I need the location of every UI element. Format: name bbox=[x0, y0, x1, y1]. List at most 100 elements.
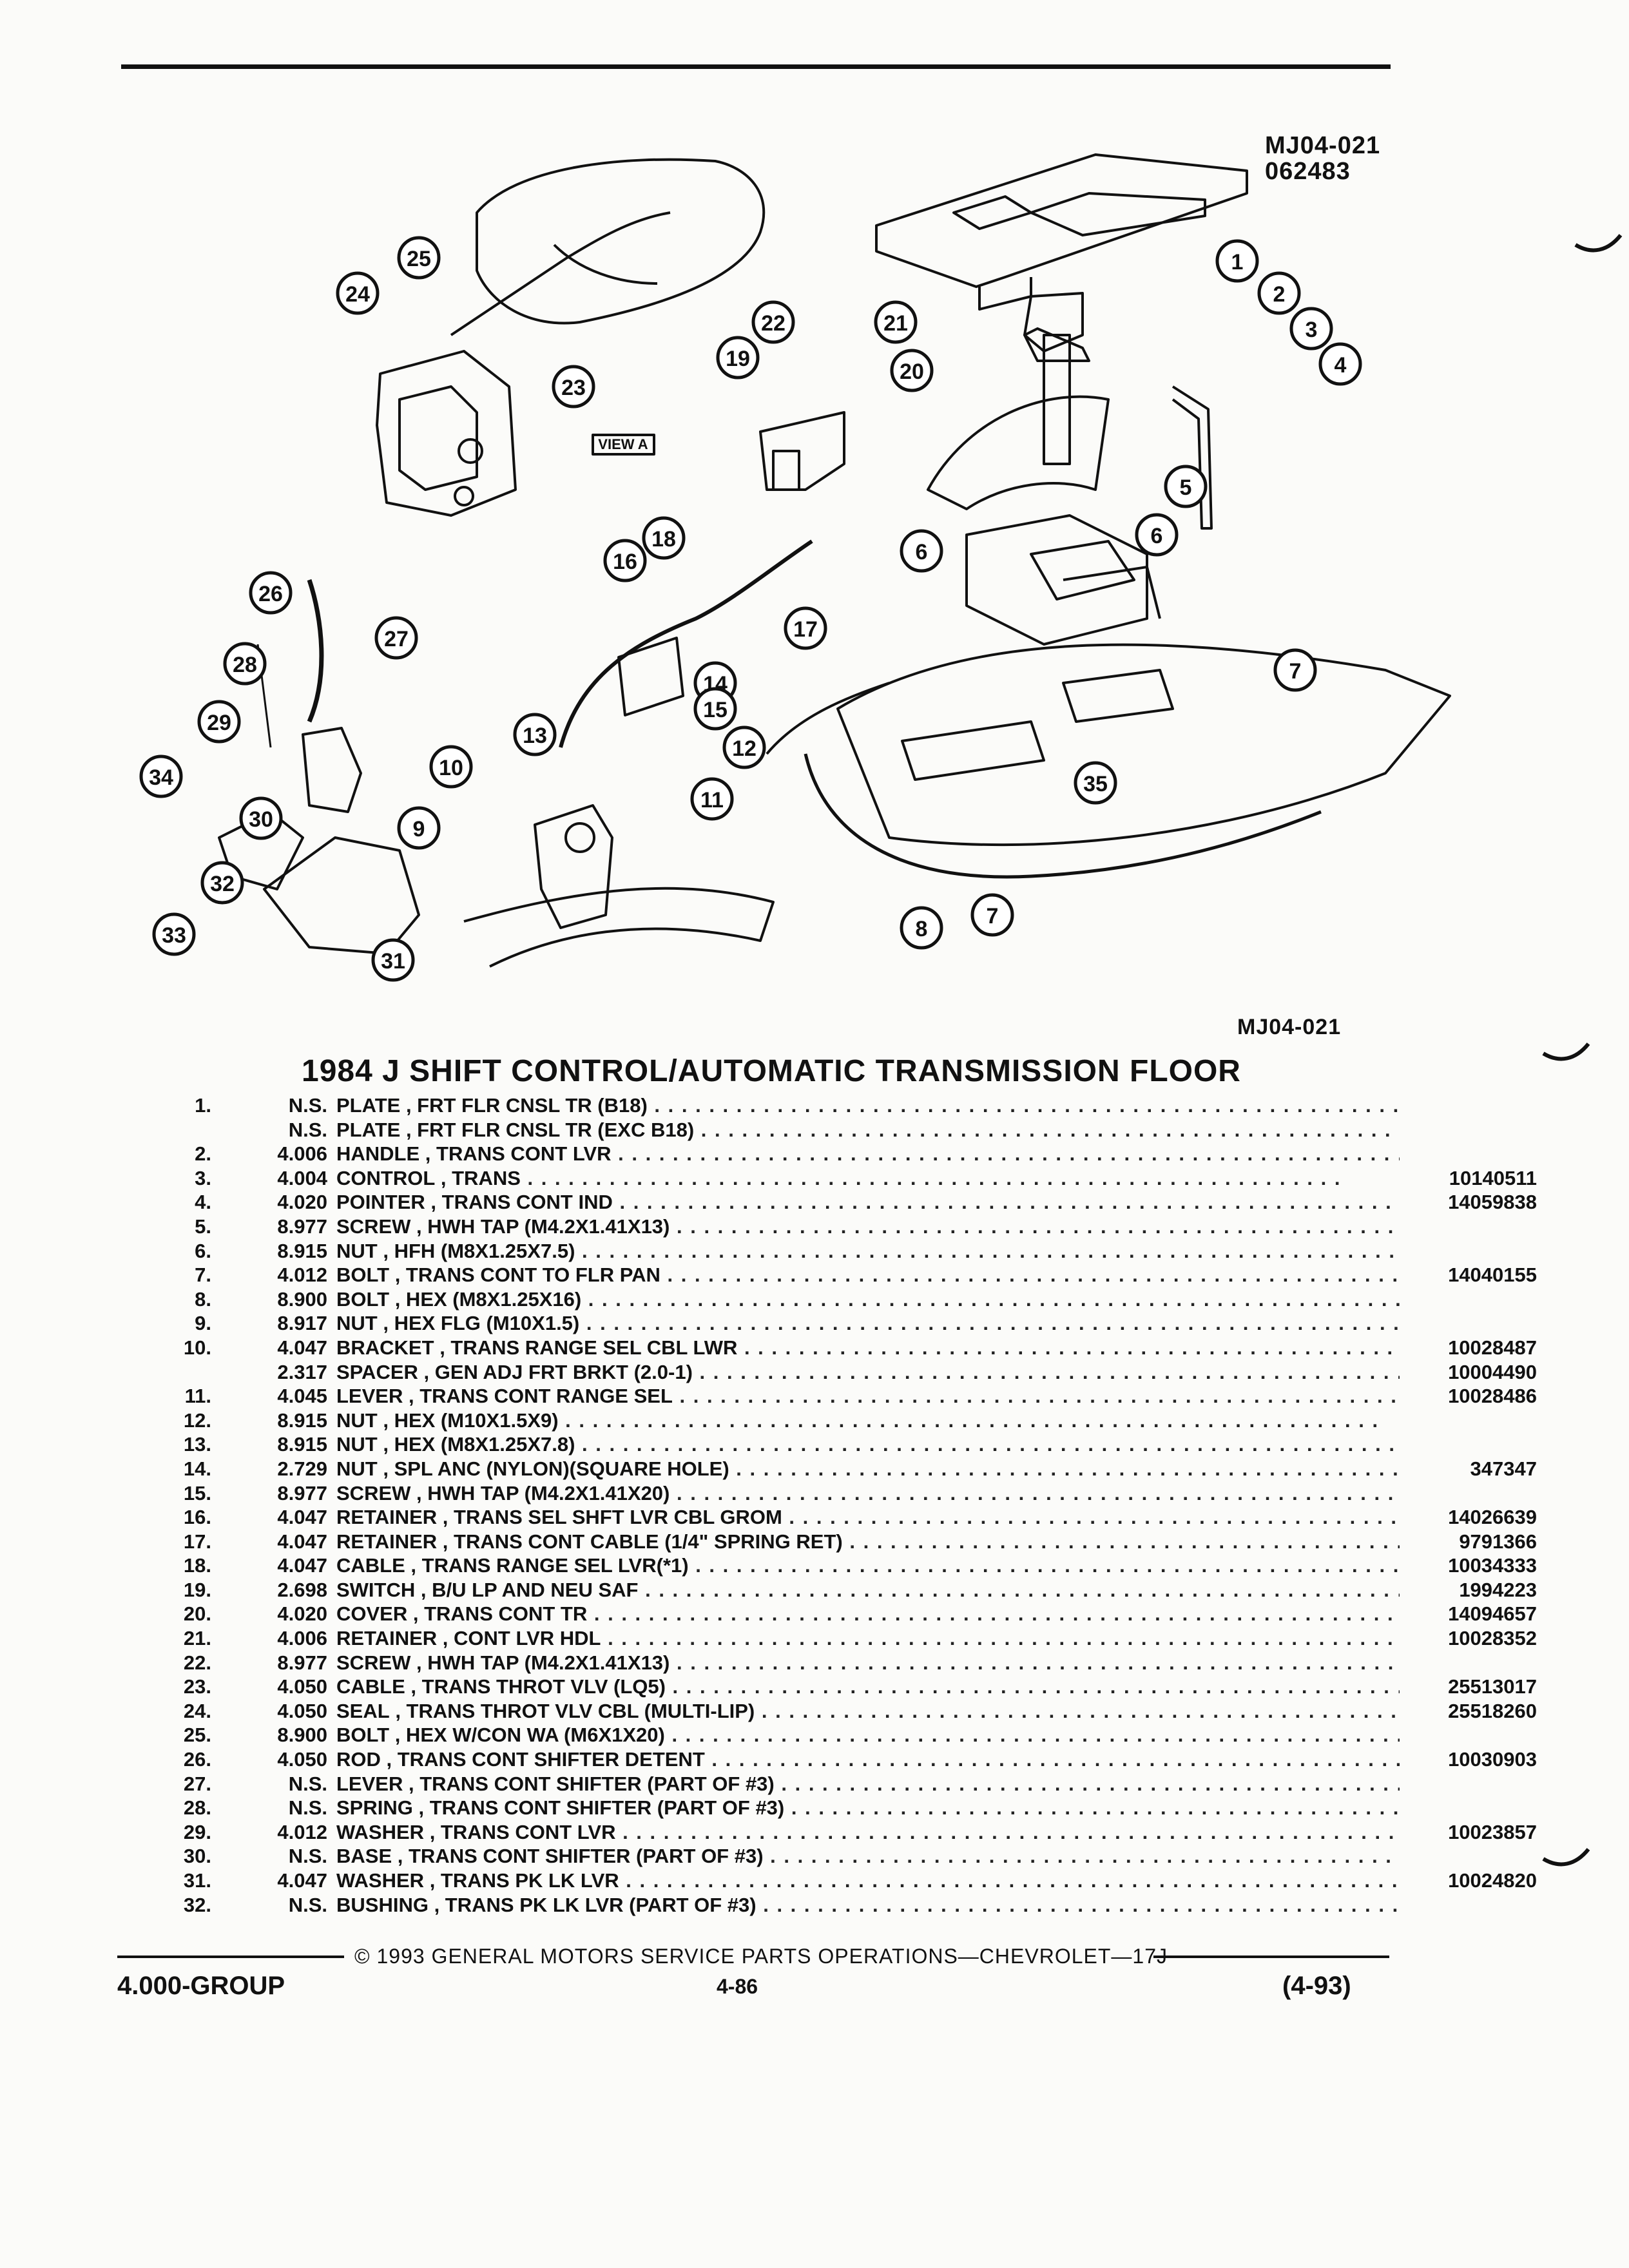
part-description: LEVER , TRANS CONT SHIFTER (PART OF #3) … bbox=[336, 1773, 1400, 1796]
part-description: NUT , HFH (M8X1.25X7.5) . . . . . . . . … bbox=[336, 1240, 1400, 1263]
footer-rule bbox=[117, 1956, 344, 1958]
part-description: POINTER , TRANS CONT IND . . . . . . . .… bbox=[336, 1191, 1400, 1214]
group-number: 2.698 bbox=[277, 1578, 327, 1601]
svg-text:10: 10 bbox=[439, 756, 463, 780]
part-spec: , TRANS bbox=[440, 1166, 521, 1189]
dot-leader: . . . . . . . . . . . . . . . . . . . . … bbox=[849, 1530, 1400, 1553]
parts-row: 27.N.S.LEVER , TRANS CONT SHIFTER (PART … bbox=[168, 1773, 1400, 1797]
callout-35: 35 bbox=[1074, 761, 1117, 805]
group-number: N.S. bbox=[288, 1094, 327, 1117]
callout-9: 9 bbox=[397, 806, 441, 850]
part-name: HANDLE bbox=[336, 1142, 420, 1166]
svg-text:22: 22 bbox=[761, 311, 786, 336]
svg-text:25: 25 bbox=[407, 247, 431, 271]
part-number: 10028352 bbox=[1448, 1627, 1537, 1650]
dot-leader: . . . . . . . . . . . . . . . . . . . . … bbox=[763, 1893, 1400, 1916]
group-number: 4.012 bbox=[277, 1820, 327, 1843]
callout-26: 26 bbox=[249, 571, 293, 615]
part-spec: , TRANS RANGE SEL LVR(*1) bbox=[410, 1554, 689, 1577]
dot-leader: . . . . . . . . . . . . . . . . . . . . … bbox=[699, 1360, 1400, 1383]
group-number: N.S. bbox=[288, 1893, 327, 1916]
part-name: BASE bbox=[336, 1845, 392, 1868]
part-name: RETAINER bbox=[336, 1530, 438, 1553]
callout-12: 12 bbox=[722, 726, 766, 769]
part-spec: , TRANS CONT SHIFTER (PART OF #3) bbox=[418, 1796, 785, 1820]
callout-1: 1 bbox=[1215, 239, 1259, 283]
item-number: 32. bbox=[183, 1893, 211, 1916]
group-number: 8.977 bbox=[277, 1651, 327, 1674]
dot-leader: . . . . . . . . . . . . . . . . . . . . … bbox=[581, 1287, 1400, 1311]
part-name: NUT bbox=[336, 1433, 378, 1456]
dot-leader: . . . . . . . . . . . . . . . . . . . . … bbox=[615, 1820, 1400, 1843]
part-spec: , TRANS THROT VLV (LQ5) bbox=[410, 1675, 666, 1698]
callout-20: 20 bbox=[890, 349, 934, 392]
part-number: 10028486 bbox=[1448, 1385, 1537, 1408]
part-spec: , CONT LVR HDL bbox=[442, 1627, 601, 1650]
dot-leader: . . . . . . . . . . . . . . . . . . . . … bbox=[676, 1215, 1400, 1238]
svg-text:35: 35 bbox=[1083, 772, 1108, 796]
part-description: RETAINER , TRANS CONT CABLE (1/4" SPRING… bbox=[336, 1530, 1400, 1553]
item-number: 22. bbox=[183, 1651, 211, 1674]
callout-34: 34 bbox=[139, 754, 183, 798]
svg-text:24: 24 bbox=[345, 282, 370, 307]
part-spec: , TRANS CONT RANGE SEL bbox=[408, 1385, 673, 1408]
svg-text:17: 17 bbox=[793, 617, 818, 642]
binding-mark bbox=[1574, 234, 1623, 253]
dot-leader: . . . . . . . . . . . . . . . . . . . . … bbox=[587, 1602, 1400, 1626]
parts-list: 1.N.S.PLATE , FRT FLR CNSL TR (B18) . . … bbox=[168, 1094, 1537, 1917]
item-number: 31. bbox=[183, 1869, 211, 1892]
dot-leader: . . . . . . . . . . . . . . . . . . . . … bbox=[695, 1554, 1400, 1577]
part-name: BUSHING bbox=[336, 1893, 429, 1916]
svg-text:2: 2 bbox=[1273, 282, 1286, 307]
part-name: BRACKET bbox=[336, 1336, 434, 1359]
group-number: 2.729 bbox=[277, 1457, 327, 1480]
part-spec: , TRANS CONT IND bbox=[430, 1191, 613, 1214]
group-number: 8.977 bbox=[277, 1215, 327, 1238]
part-spec: , FRT FLR CNSL TR (EXC B18) bbox=[405, 1118, 695, 1141]
part-description: BRACKET , TRANS RANGE SEL CBL LWR . . . … bbox=[336, 1336, 1400, 1360]
item-number: 19. bbox=[183, 1578, 211, 1601]
svg-text:27: 27 bbox=[384, 627, 409, 651]
part-spec: , FRT FLR CNSL TR (B18) bbox=[405, 1094, 648, 1117]
callout-18: 18 bbox=[642, 516, 686, 560]
part-spec: , SPL ANC (NYLON)(SQUARE HOLE) bbox=[383, 1457, 729, 1480]
part-name: BOLT bbox=[336, 1287, 390, 1311]
callout-25: 25 bbox=[397, 236, 441, 280]
item-number: 18. bbox=[183, 1554, 211, 1577]
item-number: 2. bbox=[195, 1142, 211, 1166]
footer-rule bbox=[1153, 1956, 1389, 1958]
item-number: 5. bbox=[195, 1215, 211, 1238]
part-number: 14094657 bbox=[1448, 1602, 1537, 1626]
callout-10: 10 bbox=[429, 745, 473, 789]
part-name: WASHER bbox=[336, 1869, 425, 1892]
part-name: PLATE bbox=[336, 1094, 401, 1117]
part-spec: , TRANS CONT LVR bbox=[429, 1820, 616, 1843]
svg-text:11: 11 bbox=[700, 788, 724, 812]
part-name: NUT bbox=[336, 1457, 378, 1480]
part-name: CABLE bbox=[336, 1675, 405, 1698]
group-number: 4.006 bbox=[277, 1627, 327, 1650]
part-name: LEVER bbox=[336, 1385, 403, 1408]
part-spec: , HEX (M8X1.25X7.8) bbox=[383, 1433, 575, 1456]
callout-3: 3 bbox=[1289, 307, 1333, 351]
part-description: CABLE , TRANS THROT VLV (LQ5) . . . . . … bbox=[336, 1675, 1400, 1698]
top-rule bbox=[121, 64, 1391, 69]
part-spec: , TRANS CONT TO FLR PAN bbox=[394, 1264, 660, 1287]
dot-leader: . . . . . . . . . . . . . . . . . . . . … bbox=[619, 1869, 1400, 1892]
item-number: 3. bbox=[195, 1166, 211, 1189]
dot-leader: . . . . . . . . . . . . . . . . . . . . … bbox=[520, 1166, 1342, 1189]
callout-5: 5 bbox=[1164, 465, 1208, 508]
group-number: 4.047 bbox=[277, 1336, 327, 1359]
